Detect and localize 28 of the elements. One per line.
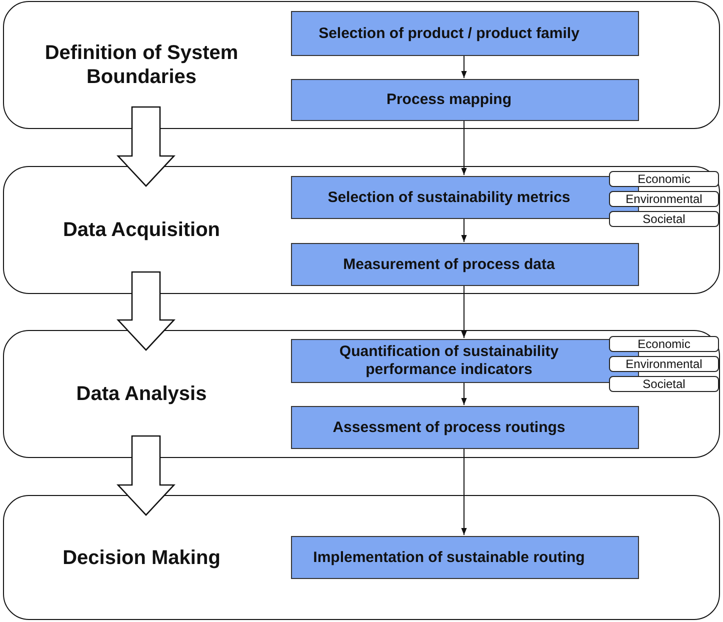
category-tag: Societal [609,211,719,227]
category-tag: Societal [609,376,719,392]
category-tag: Economic [609,171,719,187]
category-tag: Environmental [609,356,719,372]
process-box: Process mapping [291,79,639,121]
arrow [461,284,467,338]
process-box: Measurement of process data [291,243,639,286]
stage-title: Data Analysis [76,382,207,406]
block-arrow [116,106,176,187]
process-box: Selection of product / product family [291,11,639,56]
arrow [461,448,467,536]
block-arrow [116,435,176,516]
arrow [461,218,467,242]
category-tag: Environmental [609,191,719,207]
category-tag: Economic [609,336,719,352]
process-box: Assessment of process routings [291,406,639,449]
block-arrow [116,271,176,351]
stage-panel [3,330,720,458]
arrow [461,120,467,176]
arrow [461,382,467,406]
arrow [461,54,467,78]
stage-panel [3,495,720,620]
stage-title: Decision Making [62,546,220,570]
process-box: Implementation of sustainable routing [291,536,639,579]
stage-panel [3,166,720,294]
stage-panel [3,1,720,129]
stage-title: Data Acquisition [62,218,220,242]
stage-title: Definition of System Boundaries [44,41,240,89]
